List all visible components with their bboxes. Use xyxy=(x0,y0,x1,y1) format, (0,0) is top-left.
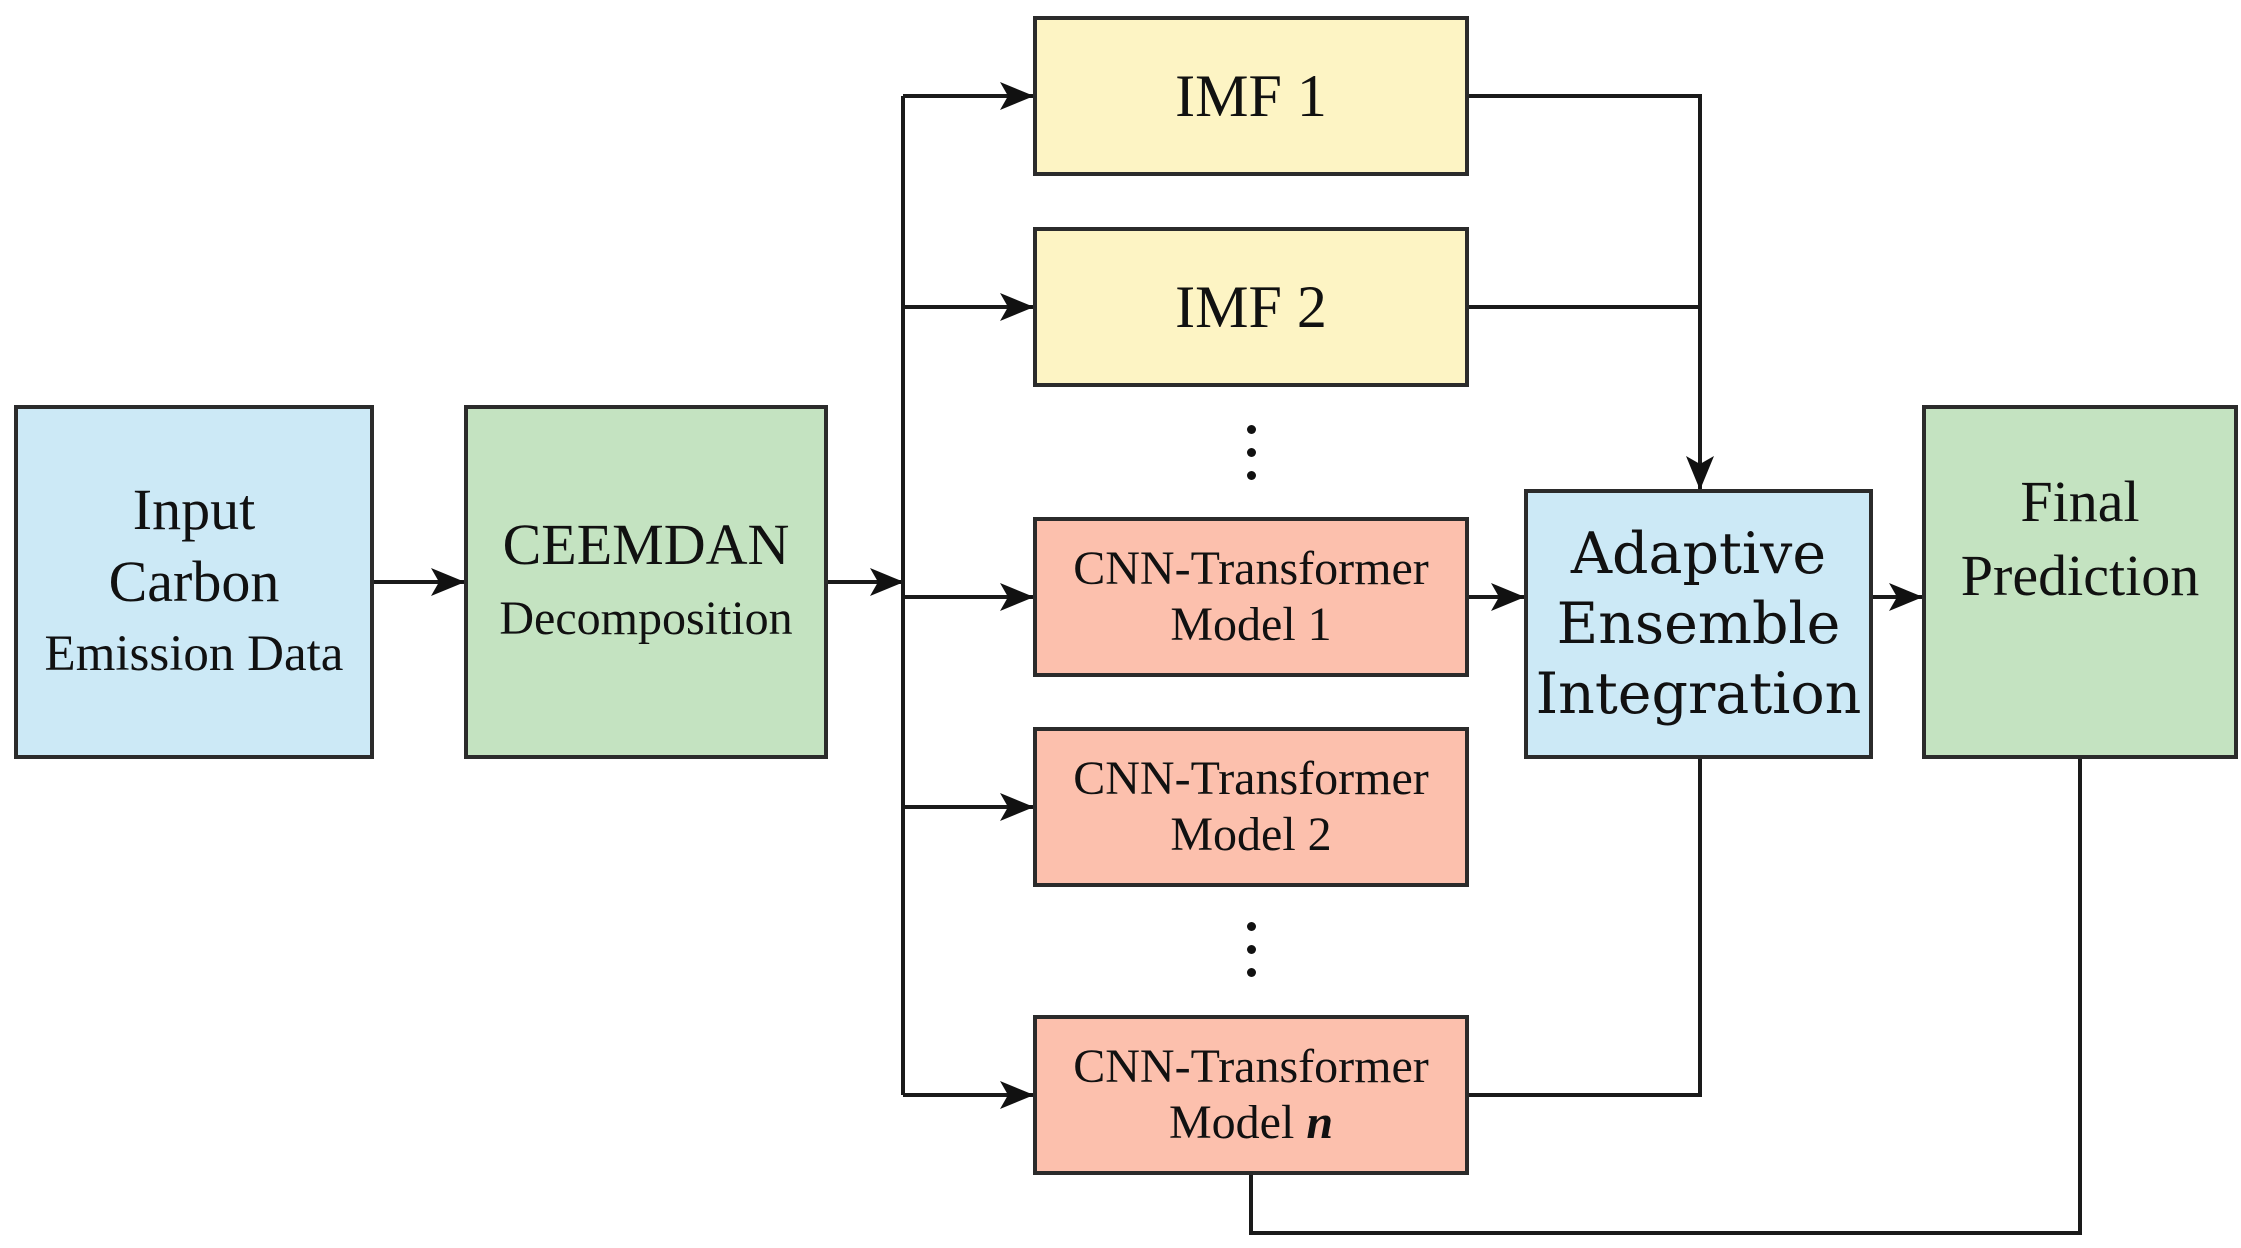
cnn-transformer-model-n-box: CNN-Transformer Model n xyxy=(1033,1015,1469,1175)
cnnn-line2: Model n xyxy=(1169,1095,1333,1151)
input-carbon-emission-data-box: Input Carbon Emission Data xyxy=(14,405,374,759)
ensemble-line3: Integration xyxy=(1535,661,1862,727)
cnnn-line2-prefix: Model xyxy=(1168,1096,1307,1149)
cnn-transformer-model-2-box: CNN-Transformer Model 2 xyxy=(1033,727,1469,887)
ceemdan-box-line2: Decomposition xyxy=(499,592,793,645)
cnn1-line1: CNN-Transformer xyxy=(1073,542,1429,595)
line-imf1-to-ensemble xyxy=(1469,94,1714,490)
ensemble-line2: Ensemble xyxy=(1556,591,1841,657)
imf-1-label: IMF 1 xyxy=(1175,62,1327,129)
cnn2-line2: Model 2 xyxy=(1170,808,1332,861)
ceemdan-box-line1: CEEMDAN xyxy=(502,512,790,577)
adaptive-ensemble-integration-box: Adaptive Ensemble Integration xyxy=(1524,489,1873,759)
cnn2-line1: CNN-Transformer xyxy=(1073,752,1429,805)
final-line2: Prediction xyxy=(1960,543,2200,608)
final-line1: Final xyxy=(2020,469,2140,534)
input-box-line3: Emission Data xyxy=(44,626,344,682)
input-box-line1: Input xyxy=(132,477,256,542)
imf-1-box: IMF 1 xyxy=(1033,16,1469,176)
ensemble-line1: Adaptive xyxy=(1570,521,1827,587)
cnn1-line2: Model 1 xyxy=(1170,598,1332,651)
ellipsis-vertical-lower xyxy=(1247,922,1256,977)
cnn-transformer-model-1-box: CNN-Transformer Model 1 xyxy=(1033,517,1469,677)
final-prediction-box: Final Prediction xyxy=(1922,405,2238,759)
ceemdan-decomposition-box: CEEMDAN Decomposition xyxy=(464,405,828,759)
ellipsis-vertical-upper xyxy=(1247,425,1256,480)
imf-2-label: IMF 2 xyxy=(1175,273,1327,340)
cnnn-line2-variable: n xyxy=(1306,1096,1334,1149)
cnnn-line1: CNN-Transformer xyxy=(1073,1040,1429,1093)
imf-2-box: IMF 2 xyxy=(1033,227,1469,387)
input-box-line2: Carbon xyxy=(108,549,280,614)
line-ensemble-to-cnnn xyxy=(1469,759,1702,1097)
